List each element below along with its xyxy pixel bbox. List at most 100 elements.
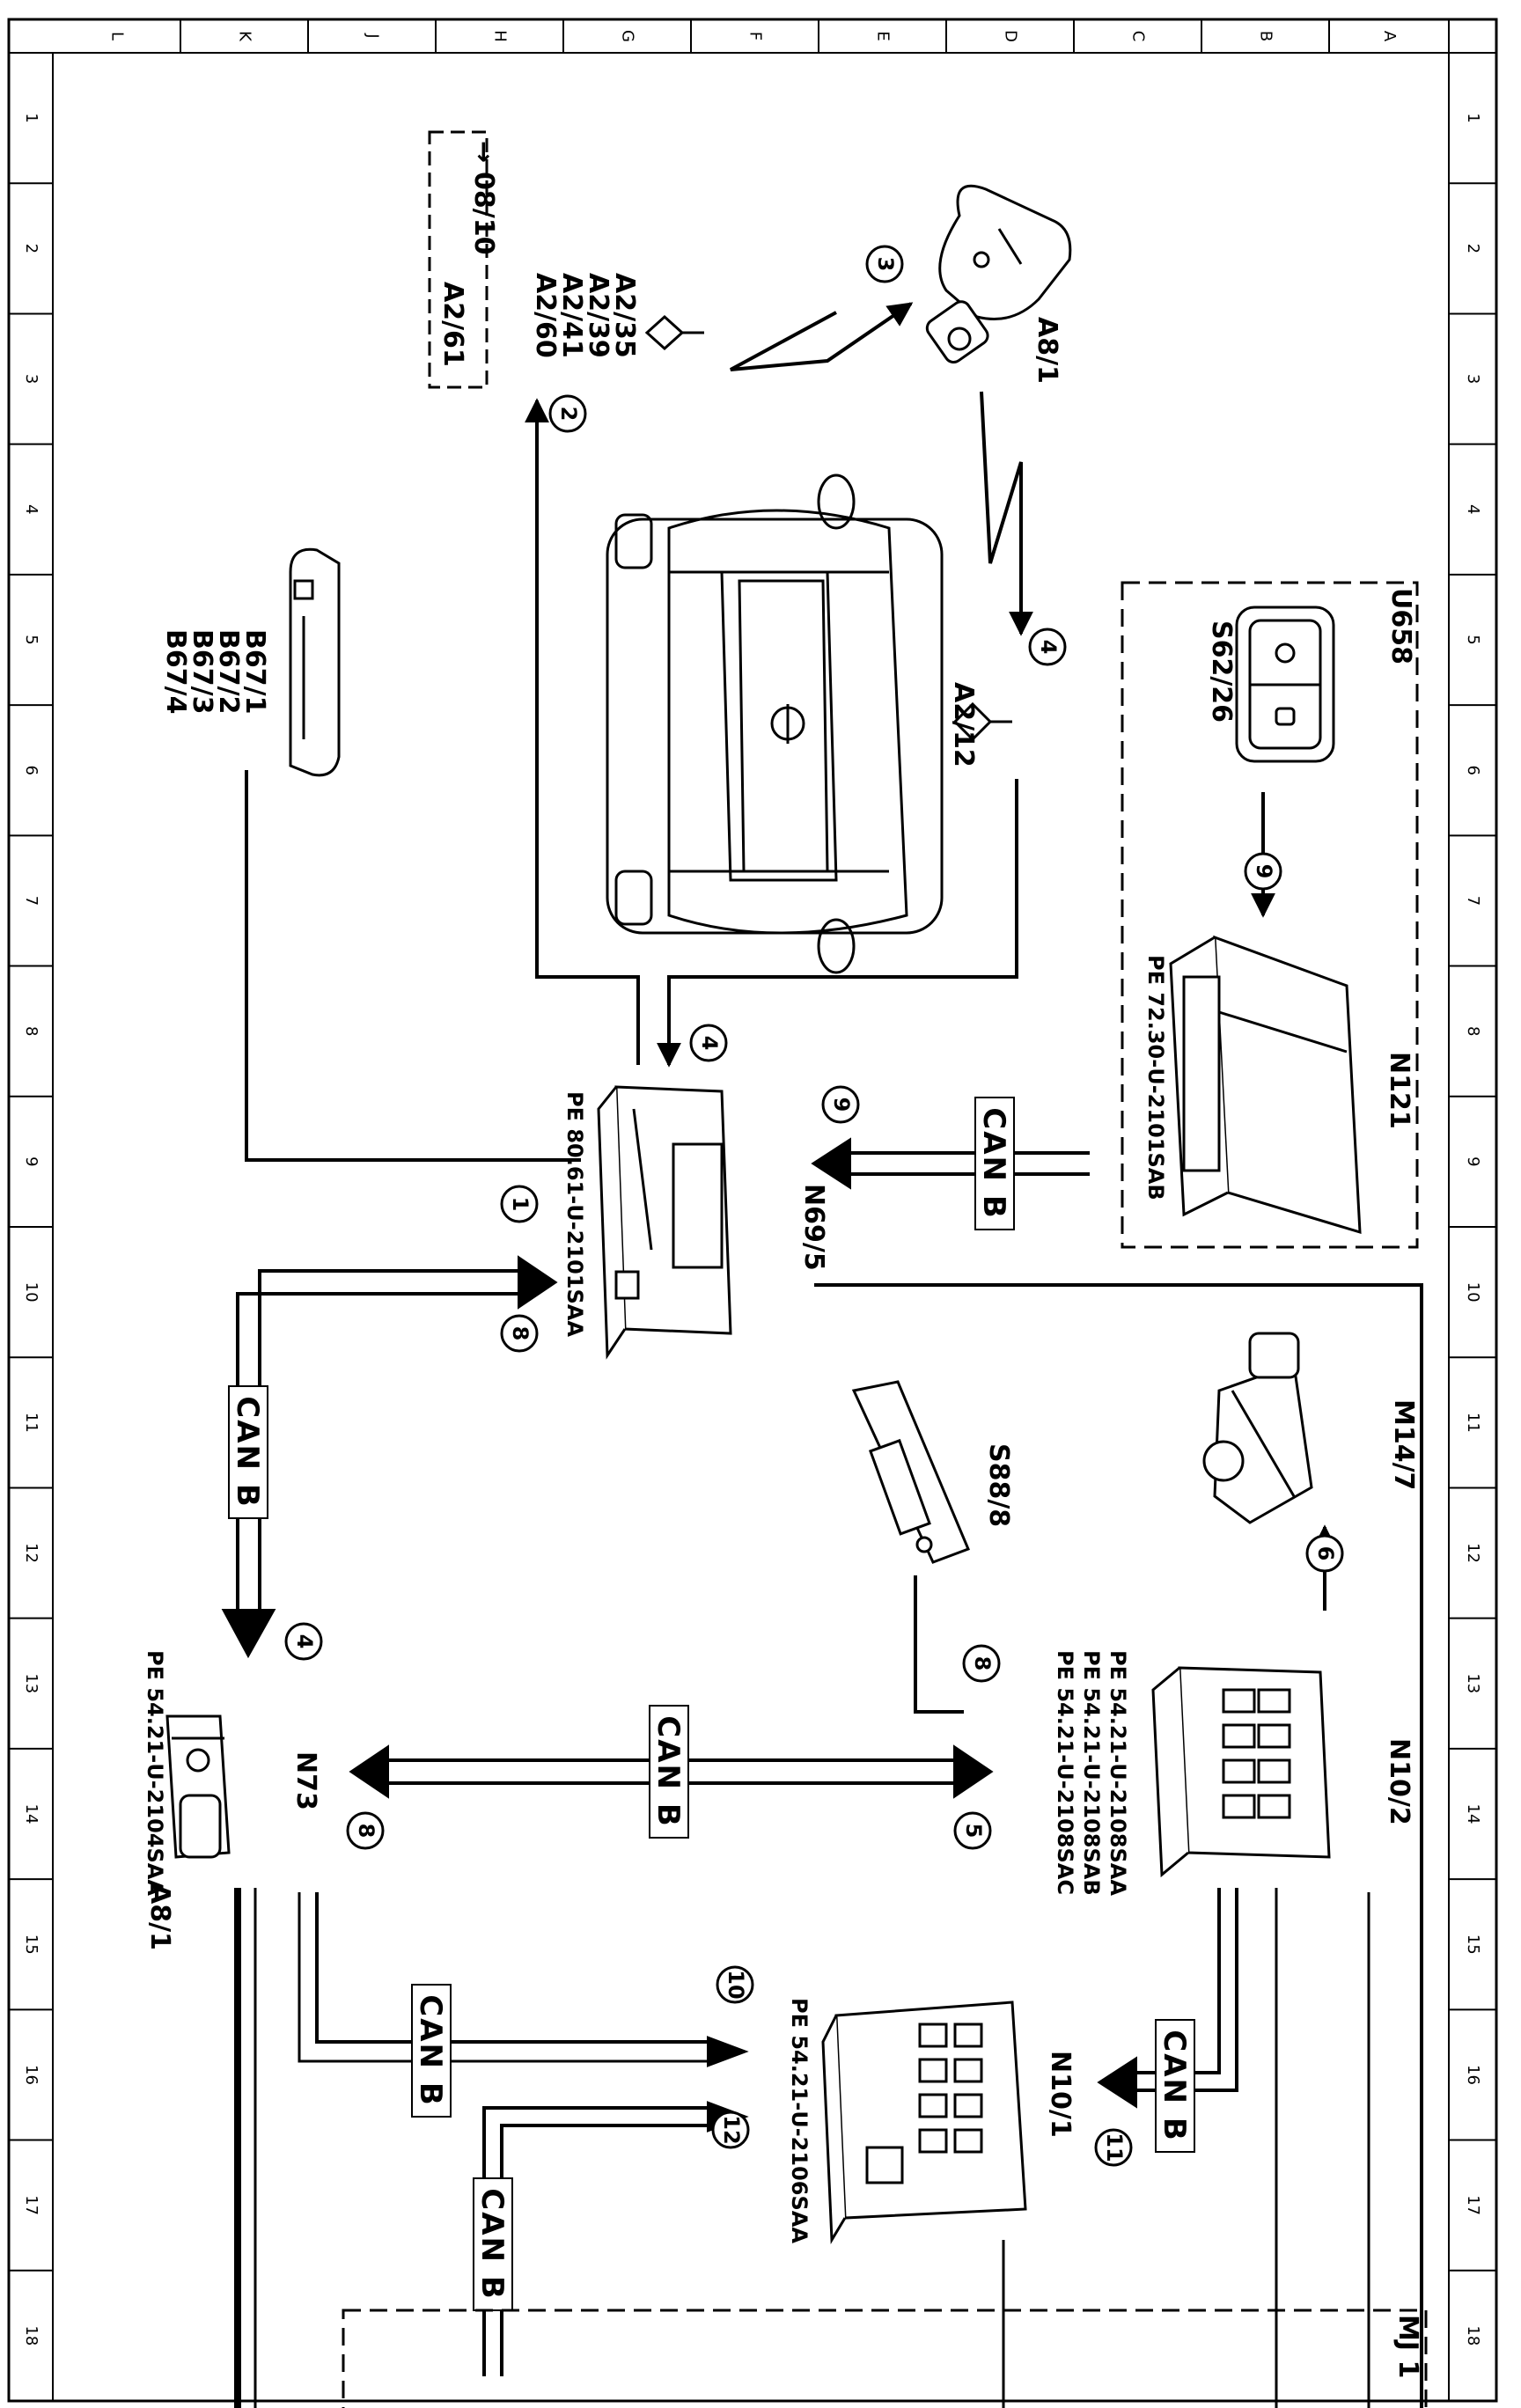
step-number: 11 xyxy=(1102,2133,1127,2162)
column-letter: A xyxy=(1380,31,1399,42)
label-m14-7: M14/7 xyxy=(1388,1399,1419,1490)
row-number: 3 xyxy=(1464,374,1482,384)
row-number: 18 xyxy=(22,2325,40,2346)
module-n10-2-icon xyxy=(1151,1666,1331,1878)
row-number: 7 xyxy=(22,896,40,906)
can-label-n73-n10: CAN B xyxy=(649,1705,689,1839)
step-number: 5 xyxy=(961,1824,986,1839)
column-letter: C xyxy=(1129,31,1148,42)
label-b67-2: B67/2 xyxy=(213,629,244,714)
row-number: 12 xyxy=(22,1543,40,1563)
row-number: 6 xyxy=(22,765,40,775)
step-marker: 4 xyxy=(689,1024,728,1062)
label-n10-2-ref-3: PE 54.21-U-2108SAC xyxy=(1053,1650,1077,1895)
step-number: 12 xyxy=(719,2115,744,2144)
antenna-a2-12-icon xyxy=(952,701,993,742)
step-number: 9 xyxy=(829,1098,854,1112)
step-number: 3 xyxy=(873,257,898,272)
step-marker: 4 xyxy=(284,1622,323,1661)
switch-s62-icon xyxy=(1235,606,1335,763)
switch-s88-8-icon xyxy=(851,1380,970,1564)
step-marker: 9 xyxy=(1244,852,1282,891)
drawing-frame xyxy=(7,18,1498,2403)
radio-link-3 xyxy=(730,302,914,371)
row-number: 15 xyxy=(1464,1934,1482,1955)
label-a2-12: A2/12 xyxy=(948,682,979,767)
step-marker: 5 xyxy=(953,1811,992,1850)
label-a2-39: A2/39 xyxy=(583,273,614,358)
component-labels: A8/1 A2/12 A2/35 A2/39 A2/41 A2/60 → 08/… xyxy=(143,141,1423,2378)
step-number: 8 xyxy=(970,1656,995,1671)
label-n121: N121 xyxy=(1384,1052,1414,1129)
row-number: 10 xyxy=(22,1282,40,1303)
column-letter: J xyxy=(364,33,382,38)
module-n121-icon xyxy=(1169,935,1362,1235)
label-a2-41: A2/41 xyxy=(556,273,587,358)
step-number: 6 xyxy=(1313,1546,1338,1561)
u658-option-box xyxy=(1121,581,1419,1249)
label-n10-2-ref-2: PE 54.21-U-2108SAB xyxy=(1079,1650,1104,1896)
step-number: 2 xyxy=(556,407,581,422)
row-number: 9 xyxy=(1464,1156,1482,1166)
step-marker: 1 xyxy=(500,1185,539,1223)
module-n10-1-icon xyxy=(821,2001,1027,2245)
a2-61-box xyxy=(428,130,489,389)
row-number: 3 xyxy=(22,374,40,384)
row-number: 11 xyxy=(1464,1413,1482,1433)
label-n73: N73 xyxy=(290,1751,321,1810)
can-label-n121: CAN B xyxy=(974,1097,1015,1230)
step-marker: 8 xyxy=(346,1811,385,1850)
step-number: 4 xyxy=(1036,640,1061,655)
label-a2-60: A2/60 xyxy=(530,273,561,358)
row-number: 2 xyxy=(1464,244,1482,253)
label-n10-1: N10/1 xyxy=(1045,2051,1076,2138)
row-number: 8 xyxy=(1464,1026,1482,1036)
step-marker: 9 xyxy=(821,1085,860,1124)
column-letter: F xyxy=(746,32,765,40)
signal-paths xyxy=(234,302,1423,2408)
can-label-n10-1-right: CAN B xyxy=(1155,2019,1195,2153)
row-number: 4 xyxy=(1464,504,1482,514)
step-number: 8 xyxy=(354,1824,378,1839)
vehicle-front-icon xyxy=(606,474,944,974)
label-b67-1: B67/1 xyxy=(239,629,270,714)
row-number: 11 xyxy=(22,1413,40,1433)
label-n10-2: N10/2 xyxy=(1384,1738,1414,1825)
row-number: 14 xyxy=(22,1804,40,1824)
motor-m14-7-icon xyxy=(1202,1332,1313,1524)
column-letter: K xyxy=(236,31,254,42)
wire-a2-12-n69 xyxy=(657,779,1018,1068)
row-number: 12 xyxy=(1464,1543,1482,1563)
row-number: 1 xyxy=(22,113,40,122)
wire-n69-rail xyxy=(814,1283,1423,2408)
can-label-text: CAN B xyxy=(1157,2030,1192,2141)
row-number: 1 xyxy=(1464,113,1482,122)
can-label-n69-n73: CAN B xyxy=(228,1385,268,1519)
can-label-text: CAN B xyxy=(976,1107,1011,1219)
label-a2-35: A2/35 xyxy=(609,273,640,358)
can-label-text: CAN B xyxy=(413,1994,448,2106)
column-letter: B xyxy=(1257,31,1275,41)
column-letter: D xyxy=(1002,30,1020,42)
label-mj: MJ 1 xyxy=(1392,2315,1423,2378)
radio-link-4 xyxy=(980,391,1033,636)
label-n10-2-ref-1: PE 54.21-U-2108SAA xyxy=(1106,1650,1130,1896)
wire-n69-a2group xyxy=(525,398,640,1065)
label-b67-4: B67/4 xyxy=(160,629,191,714)
row-number: 15 xyxy=(22,1934,40,1955)
row-number: 18 xyxy=(1464,2325,1482,2346)
column-letter: E xyxy=(874,31,893,40)
label-08-10: 08/10 xyxy=(468,172,499,254)
step-marker: 12 xyxy=(711,2111,750,2149)
label-n73-ref: PE 54.21-U-2104SAA xyxy=(143,1650,167,1896)
column-letter: L xyxy=(108,32,127,40)
step-number: 10 xyxy=(724,1970,748,1999)
label-n10-1-ref: PE 54.21-U-2106SAA xyxy=(787,1998,812,2243)
wire-s88-n10-2 xyxy=(914,1575,964,1714)
label-box-arrow: → xyxy=(468,141,499,163)
column-letter: G xyxy=(619,30,637,42)
label-u658: U658 xyxy=(1385,588,1416,664)
